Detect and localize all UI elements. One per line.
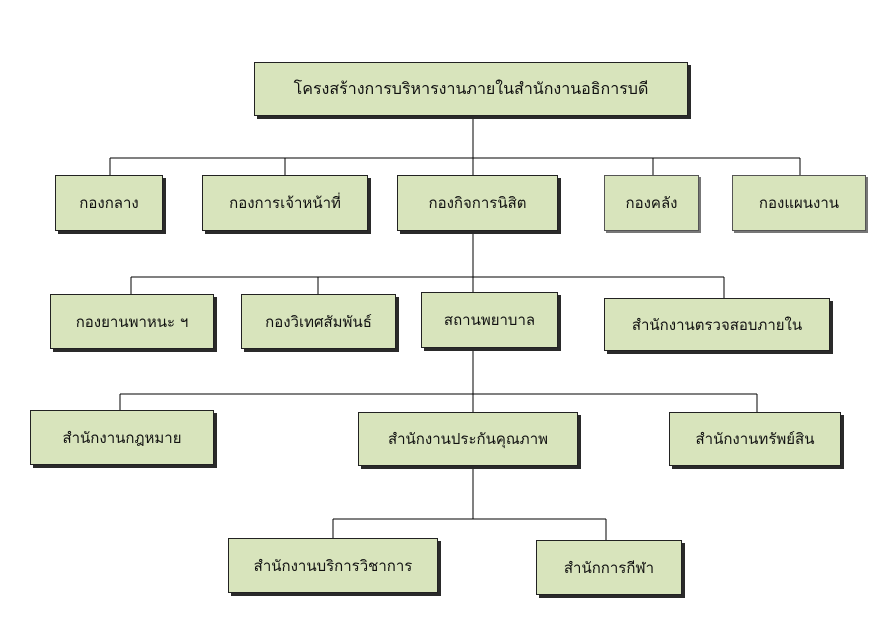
org-box-label: สำนักงานประกันคุณภาพ	[387, 430, 549, 448]
org-box-academic-services[interactable]: สำนักงานบริการวิชาการ	[228, 538, 438, 593]
org-box-legal[interactable]: สำนักงานกฎหมาย	[30, 410, 214, 465]
org-box-root[interactable]: โครงสร้างการบริหารงานภายในสำนักงานอธิการ…	[254, 62, 688, 116]
org-box-label: สำนักงานตรวจสอบภายใน	[631, 315, 803, 334]
org-box-health-center[interactable]: สถานพยาบาล	[421, 292, 558, 348]
org-box-sports[interactable]: สำนักการกีฬา	[536, 540, 682, 595]
org-box-planning[interactable]: กองแผนงาน	[732, 175, 866, 231]
org-box-treasury[interactable]: กองคลัง	[604, 175, 699, 231]
org-box-label: กองคลัง	[625, 194, 678, 212]
org-box-quality-assurance[interactable]: สำนักงานประกันคุณภาพ	[358, 412, 578, 466]
org-box-finance-general[interactable]: กองกลาง	[55, 175, 163, 231]
org-box-personnel[interactable]: กองการเจ้าหน้าที่	[202, 175, 368, 231]
org-box-vehicles[interactable]: กองยานพาหนะ ฯ	[50, 294, 214, 349]
org-box-internal-audit[interactable]: สำนักงานตรวจสอบภายใน	[604, 298, 830, 351]
org-box-label: กองวิเทศสัมพันธ์	[265, 312, 372, 331]
org-box-label: สถานพยาบาล	[443, 311, 536, 329]
org-box-label: กองกลาง	[79, 194, 139, 212]
org-box-label: สำนักงานทรัพย์สิน	[695, 430, 815, 448]
org-box-label: สำนักการกีฬา	[563, 558, 655, 577]
org-box-assets[interactable]: สำนักงานทรัพย์สิน	[669, 412, 841, 466]
org-box-label: กองกิจการนิสิต	[428, 194, 527, 212]
org-box-label: สำนักงานกฎหมาย	[62, 428, 182, 447]
org-box-student-affairs[interactable]: กองกิจการนิสิต	[397, 175, 558, 231]
org-box-label: กองยานพาหนะ ฯ	[75, 312, 189, 331]
org-box-label: โครงสร้างการบริหารงานภายในสำนักงานอธิการ…	[293, 78, 649, 98]
org-box-label: กองการเจ้าหน้าที่	[229, 194, 341, 212]
org-box-label: กองแผนงาน	[758, 194, 840, 212]
org-box-label: สำนักงานบริการวิชาการ	[253, 556, 413, 575]
org-box-international-relations[interactable]: กองวิเทศสัมพันธ์	[241, 294, 396, 349]
